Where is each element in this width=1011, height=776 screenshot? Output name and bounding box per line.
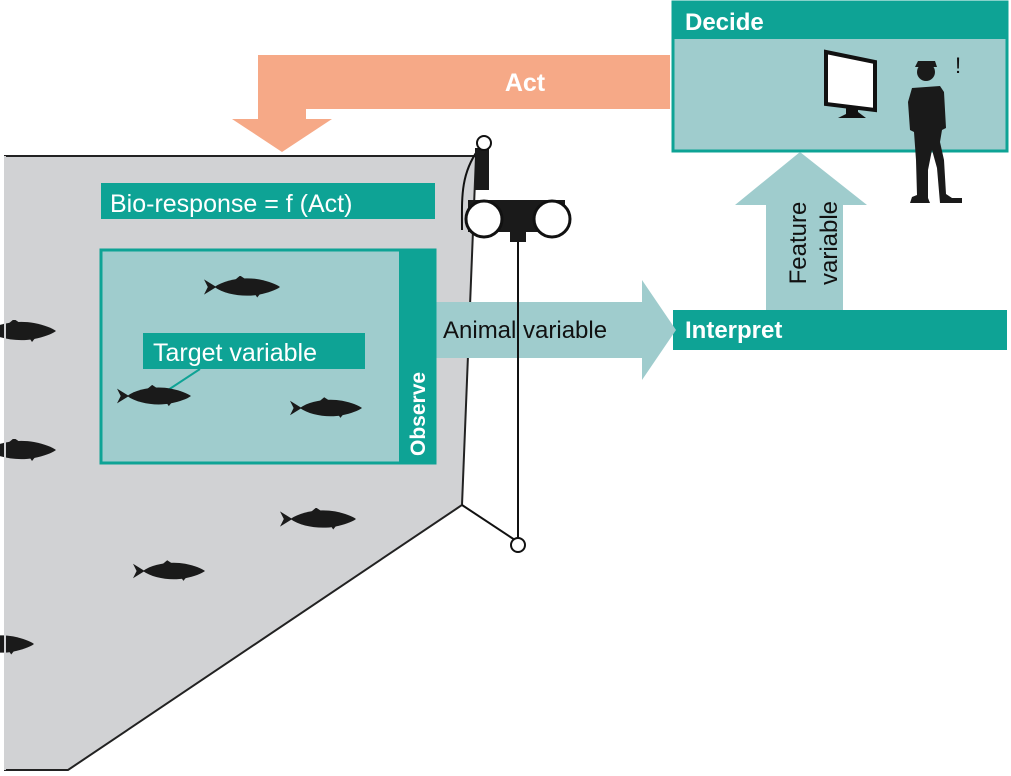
decide-label: Decide: [685, 9, 764, 36]
bio-response-label: Bio-response = f (Act): [110, 190, 352, 218]
feature-variable-arrow: [735, 152, 867, 310]
sensor-buoy-icon: [460, 135, 572, 553]
interpret-bar: [673, 310, 1007, 350]
act-label: Act: [505, 69, 546, 97]
target-leader-line: [164, 368, 201, 393]
target-variable-label: Target variable: [153, 339, 317, 367]
observe-label: Observe: [407, 372, 430, 456]
observe-side-bar: [399, 250, 435, 463]
bio-response-bar: [101, 183, 435, 219]
act-arrow: [232, 55, 670, 152]
computer-monitor-icon: [824, 49, 877, 118]
feature-label-line1: Feature: [785, 202, 812, 285]
alert-mark: !: [955, 53, 961, 78]
target-variable-tag: [143, 333, 365, 369]
decide-header-bar: [673, 2, 1007, 39]
feature-label-line2: variable: [816, 201, 843, 285]
animal-variable-label: Animal variable: [443, 317, 607, 344]
person-silhouette-icon: [908, 61, 962, 203]
interpret-label: Interpret: [685, 317, 782, 344]
animal-variable-arrow: [433, 280, 676, 380]
